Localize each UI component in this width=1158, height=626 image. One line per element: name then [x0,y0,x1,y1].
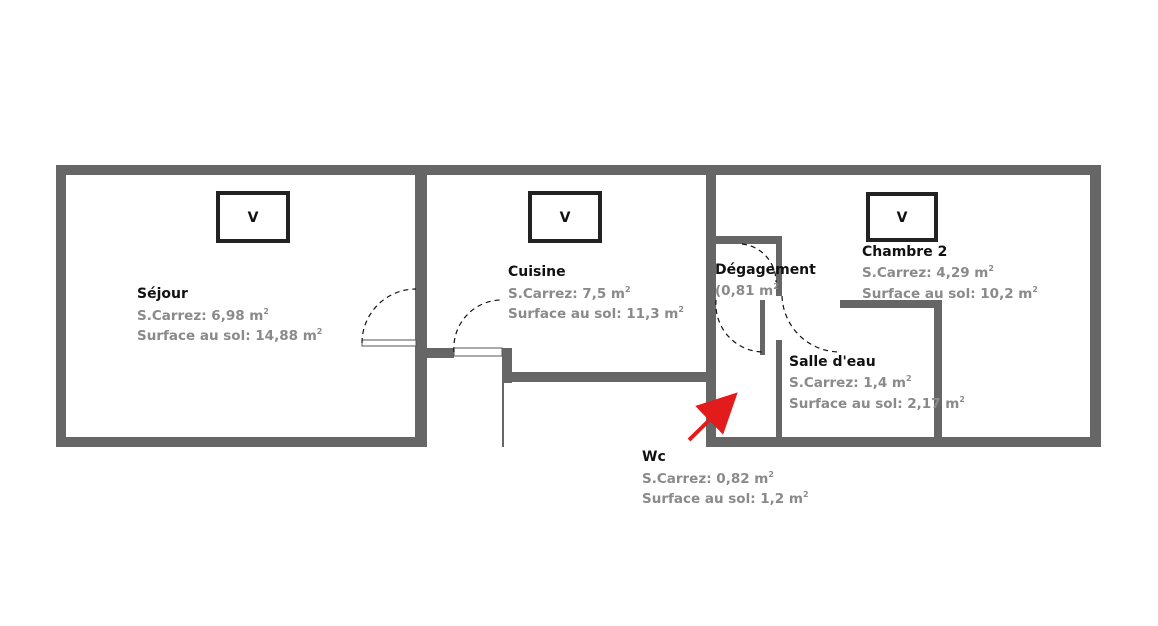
room-name: Dégagement [715,262,816,278]
room-carrez: S.Carrez: 1,4 m2 [789,374,912,391]
lower-mid-clearance [427,360,502,447]
cuisine-bottom-wall [502,372,708,382]
cuisine-bottom-step-vert [502,348,512,383]
vent-box [216,191,290,243]
room-name: Salle d'eau [789,354,876,370]
vent-sejour: V [216,191,290,243]
degagement-door-swing [741,243,777,283]
label-sejour: Séjour S.Carrez: 6,98 m2 Surface au sol:… [137,286,322,344]
wc-pointer-arrow [687,392,738,442]
chambre-door-swing [781,295,841,353]
salle-eau-left-wall [776,340,782,447]
room-name: Séjour [137,286,188,302]
vent-box [866,192,938,242]
vent-box [528,191,602,243]
sejour-door-swing [361,288,417,344]
wc-door-swing [715,299,765,353]
room-carrez: S.Carrez: 6,98 m2 [137,307,269,324]
degagement-divider [760,300,765,355]
room-sol: Surface au sol: 2,17 m2 [789,395,965,412]
label-degagement: Dégagement (0,81 m2 [715,262,816,299]
label-wc: Wc S.Carrez: 0,82 m2 Surface au sol: 1,2… [642,449,809,507]
sejour-cuisine-wall-top [416,175,426,287]
room-name: Wc [642,449,666,465]
room-name: Cuisine [508,264,566,280]
vent-label: V [560,210,571,226]
degagement-right-wall [776,236,782,296]
label-cuisine: Cuisine S.Carrez: 7,5 m2 Surface au sol:… [508,264,684,322]
room-name: Chambre 2 [862,244,947,260]
room-area: (0,81 m2 [715,282,779,299]
vents: V V V [216,191,938,243]
room-carrez: S.Carrez: 7,5 m2 [508,285,631,302]
room-sol: Surface au sol: 1,2 m2 [642,490,809,507]
label-chambre2: Chambre 2 S.Carrez: 4,29 m2 Surface au s… [862,244,1038,302]
sejour-cuisine-wall-bottom [416,347,426,447]
corridor-clearance [504,381,706,447]
cuisine-door-swing [453,299,503,353]
degagement-top-wall [716,236,782,244]
cuisine-door-leaf [453,347,503,357]
cuisine-bottom-step-left [426,348,454,358]
room-sol: Surface au sol: 14,88 m2 [137,327,322,344]
vent-cuisine: V [528,191,602,243]
sejour-door-leaf [361,339,417,347]
salle-eau-top-wall [840,300,940,308]
vent-chambre: V [866,192,938,242]
label-salle-eau: Salle d'eau S.Carrez: 1,4 m2 Surface au … [789,354,965,412]
cuisine-right-wall [706,175,716,447]
vent-label: V [897,210,908,226]
doors [361,243,841,357]
vent-label: V [248,210,259,226]
room-sol: Surface au sol: 11,3 m2 [508,305,684,322]
room-labels: Séjour S.Carrez: 6,98 m2 Surface au sol:… [137,244,1038,507]
room-sol: Surface au sol: 10,2 m2 [862,285,1038,302]
room-carrez: S.Carrez: 4,29 m2 [862,264,994,281]
salle-eau-right-wall [934,300,942,447]
room-carrez: S.Carrez: 0,82 m2 [642,470,774,487]
